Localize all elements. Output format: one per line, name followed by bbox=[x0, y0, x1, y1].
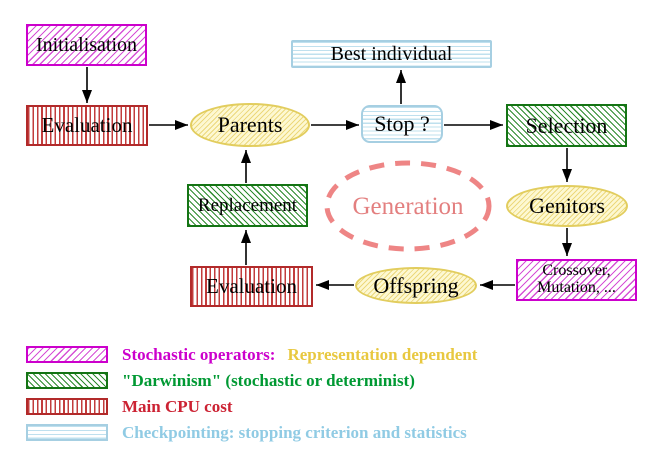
node-crossover-line1: Crossover, bbox=[542, 262, 611, 280]
node-parents-label: Parents bbox=[217, 112, 283, 138]
node-offspring-label: Offspring bbox=[373, 272, 459, 298]
node-evaluation-top: Evaluation bbox=[26, 105, 148, 146]
node-genitors: Genitors bbox=[506, 185, 628, 227]
node-selection-label: Selection bbox=[525, 112, 608, 138]
legend-swatch-green bbox=[26, 371, 108, 389]
legend-label-stochastic-part1: Stochastic operators: bbox=[122, 344, 276, 364]
node-generation-label: Generation bbox=[352, 193, 464, 220]
node-initialisation-label: Initialisation bbox=[35, 33, 138, 56]
node-parents: Parents bbox=[190, 103, 310, 147]
node-evaluation-bottom: Evaluation bbox=[190, 266, 313, 307]
node-crossover-line2: Mutation, ... bbox=[537, 279, 616, 296]
node-replacement: Replacement bbox=[187, 184, 308, 227]
node-best-individual: Best individual bbox=[291, 40, 492, 68]
node-genitors-label: Genitors bbox=[529, 193, 605, 219]
node-best-individual-label: Best individual bbox=[330, 42, 453, 65]
node-crossover-mutation: Crossover, Mutation, ... bbox=[516, 259, 637, 301]
legend-label-darwinism: "Darwinism" (stochastic or determinist) bbox=[122, 370, 415, 390]
legend-swatch-cyan bbox=[26, 423, 108, 441]
legend-row-cpu-cost: Main CPU cost bbox=[26, 397, 232, 415]
legend-swatch-magenta bbox=[26, 345, 108, 363]
node-initialisation: Initialisation bbox=[26, 24, 147, 66]
node-selection: Selection bbox=[506, 104, 627, 147]
legend-label-cpu-cost: Main CPU cost bbox=[122, 396, 233, 416]
node-stop: Stop ? bbox=[361, 105, 443, 143]
legend-row-stochastic: Stochastic operators: Representation depe… bbox=[26, 345, 477, 363]
legend-row-checkpointing: Checkpointing: stopping criterion and st… bbox=[26, 423, 467, 441]
node-offspring: Offspring bbox=[355, 267, 477, 304]
legend-swatch-red bbox=[26, 397, 108, 415]
node-stop-label: Stop ? bbox=[374, 111, 430, 137]
legend-label-checkpointing: Checkpointing: stopping criterion and st… bbox=[122, 422, 467, 442]
legend-row-darwinism: "Darwinism" (stochastic or determinist) bbox=[26, 371, 415, 389]
node-replacement-label: Replacement bbox=[197, 194, 298, 216]
node-evaluation-top-label: Evaluation bbox=[41, 113, 133, 138]
legend-label-stochastic: Stochastic operators: Representation depe… bbox=[122, 346, 477, 363]
node-evaluation-bottom-label: Evaluation bbox=[206, 274, 297, 299]
legend-label-stochastic-part2: Representation dependent bbox=[287, 344, 478, 364]
